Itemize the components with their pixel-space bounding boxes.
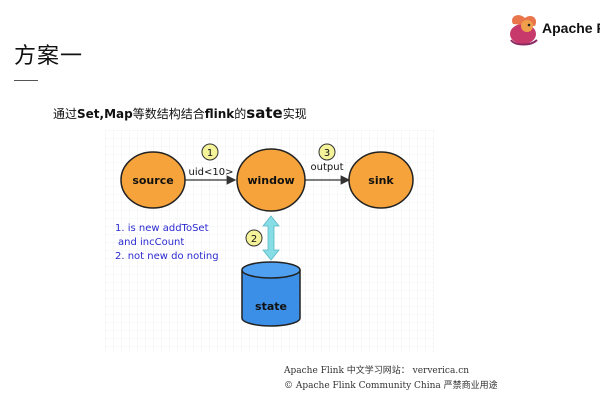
step-badge-2: 2	[245, 229, 263, 247]
node-sink-label: sink	[368, 174, 394, 187]
subtitle-setmap: Set,Map	[77, 107, 133, 121]
title-divider	[14, 80, 38, 81]
edge-label-output: output	[311, 162, 344, 173]
node-state: state	[241, 261, 301, 327]
step-badge-2-label: 2	[251, 234, 257, 245]
page-title: 方案一	[14, 44, 84, 69]
footer-line-1: Apache Flink 中文学习网站： ververica.cn	[284, 366, 470, 376]
subtitle-de: 的	[234, 107, 247, 121]
node-source: source	[120, 151, 186, 209]
step-badge-3-label: 3	[324, 148, 330, 159]
flow-diagram: source window sink state 1 3 2 uid<10> o…	[105, 130, 435, 352]
footer: Apache Flink 中文学习网站： ververica.cn © Apac…	[284, 364, 498, 394]
step-badge-1-label: 1	[207, 148, 213, 159]
subtitle-flink: flink	[204, 107, 235, 121]
node-window-label: window	[247, 174, 294, 187]
note-line-1: 1. is new addToSet	[115, 223, 209, 234]
logo-text: Apache F	[542, 20, 600, 36]
node-window: window	[236, 148, 306, 212]
edge-label-uid: uid<10>	[189, 167, 234, 178]
apache-flink-logo	[505, 10, 600, 50]
note-line-2: and incCount	[118, 237, 184, 248]
subtitle-suffix: 实现	[282, 107, 307, 121]
squirrel-logo-icon	[510, 15, 538, 46]
subtitle-sate: sate	[246, 104, 283, 122]
footer-line-2: © Apache Flink Community China 严禁商业用途	[284, 381, 498, 391]
node-source-label: source	[132, 174, 173, 187]
subtitle-prefix: 通过	[53, 107, 78, 121]
step-badge-1: 1	[201, 143, 219, 161]
note-line-3: 2. not new do noting	[115, 251, 219, 262]
window-state-bidirectional-arrow	[262, 215, 280, 261]
node-state-label: state	[255, 300, 287, 313]
node-sink: sink	[348, 151, 414, 209]
step-badge-3: 3	[318, 143, 336, 161]
page-subtitle: 通过Set,Map等数结构结合flink的sate实现	[53, 104, 307, 122]
subtitle-mid: 等数结构结合	[132, 107, 205, 121]
